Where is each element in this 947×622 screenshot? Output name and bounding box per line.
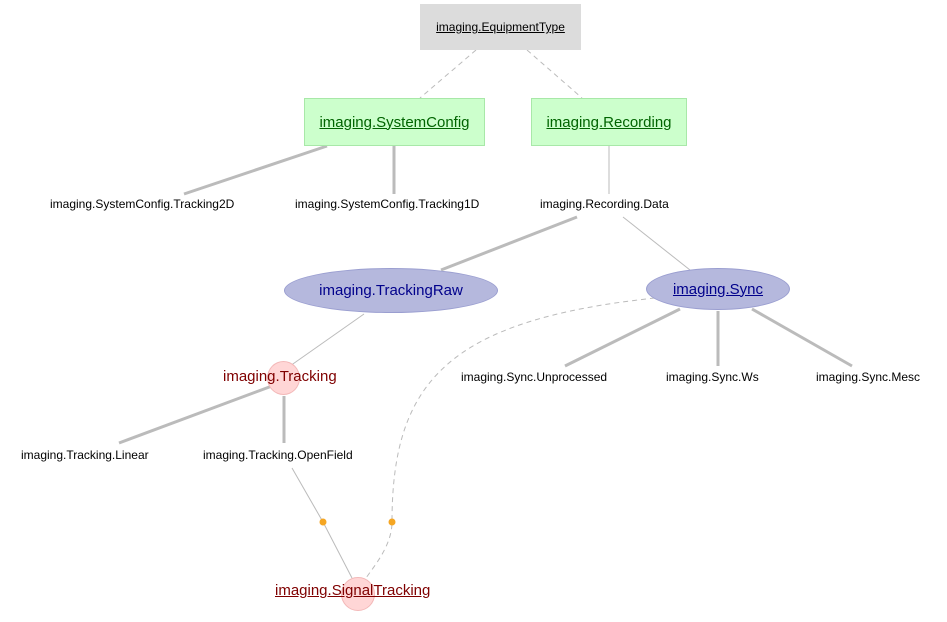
node-tracking[interactable]: imaging.Tracking: [223, 368, 337, 385]
edge-recordingdata-sync: [622, 216, 691, 271]
edge-equipmenttype-recording: [526, 49, 583, 99]
node-signal-tracking-marker: [341, 577, 375, 611]
edge-sync-mesc: [751, 307, 853, 368]
node-recording-label: imaging.Recording: [546, 113, 672, 131]
node-tracking-linear[interactable]: imaging.Tracking.Linear: [21, 448, 149, 462]
edge-tracking-linear: [118, 384, 273, 445]
node-tracking2d[interactable]: imaging.SystemConfig.Tracking2D: [50, 197, 235, 211]
node-tracking-marker: [267, 361, 300, 395]
node-system-config-label: imaging.SystemConfig: [319, 113, 470, 131]
node-sync[interactable]: imaging.Sync: [646, 268, 790, 310]
edge-sync-signaltracking: [365, 297, 656, 579]
edge-systemconfig-tracking2d: [183, 144, 328, 196]
node-system-config[interactable]: imaging.SystemConfig: [304, 98, 485, 146]
node-tracking-raw-label: imaging.TrackingRaw: [319, 282, 463, 299]
renamed-dot-openfield: [319, 518, 327, 526]
node-sync-label: imaging.Sync: [672, 280, 764, 298]
node-sync-mesc[interactable]: imaging.Sync.Mesc: [816, 370, 921, 384]
node-signal-tracking[interactable]: imaging.SignalTracking: [275, 582, 431, 599]
edge-sync-unprocessed: [564, 307, 681, 368]
node-tracking-openfield[interactable]: imaging.Tracking.OpenField: [203, 448, 353, 462]
node-recording-data[interactable]: imaging.Recording.Data: [540, 197, 669, 211]
node-equipment-type[interactable]: imaging.EquipmentType: [420, 4, 581, 50]
renamed-dot-sync: [388, 518, 396, 526]
node-sync-ws[interactable]: imaging.Sync.Ws: [666, 370, 759, 384]
node-equipment-type-label: imaging.EquipmentType: [436, 20, 565, 34]
node-tracking-raw[interactable]: imaging.TrackingRaw: [284, 268, 498, 313]
edge-trackingraw-tracking: [289, 313, 365, 367]
edge-equipmenttype-systemconfig: [419, 49, 477, 99]
edge-recordingdata-trackingraw: [440, 215, 578, 272]
node-sync-unprocessed[interactable]: imaging.Sync.Unprocessed: [461, 370, 608, 384]
node-recording[interactable]: imaging.Recording: [531, 98, 687, 146]
node-tracking1d[interactable]: imaging.SystemConfig.Tracking1D: [295, 197, 480, 211]
